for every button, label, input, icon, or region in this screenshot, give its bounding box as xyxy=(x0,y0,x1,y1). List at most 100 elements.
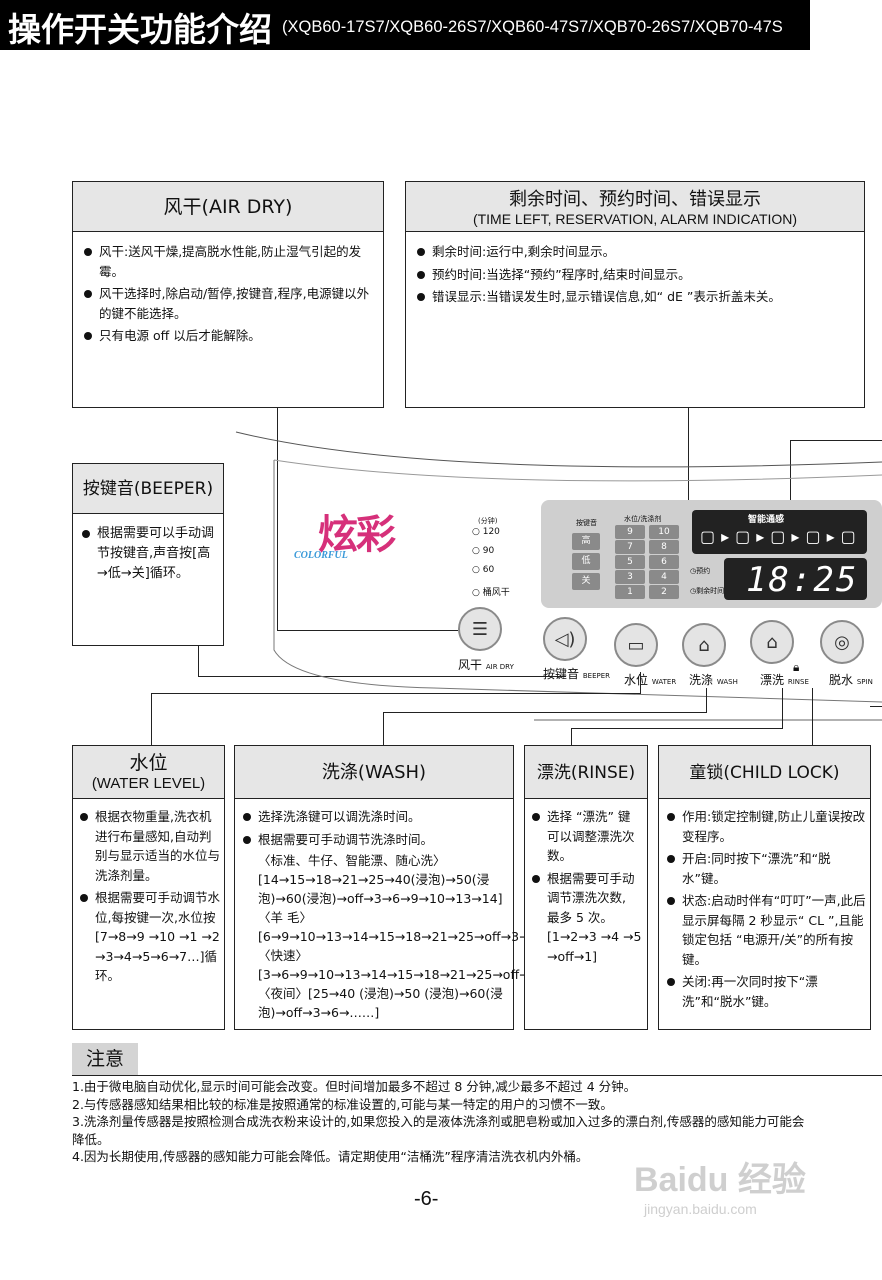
water-level-heading: 水位 (WATER LEVEL) xyxy=(73,746,224,799)
list-item: 根据需要可手动调节洗涤时间。 xyxy=(240,830,506,850)
list-item: 风干:送风干燥,提高脱水性能,防止湿气引起的发霉。 xyxy=(81,242,377,281)
beeper-button[interactable]: ◁) xyxy=(543,617,587,661)
notes-heading: 注意 xyxy=(72,1043,138,1075)
connector-line xyxy=(571,728,782,729)
list-item: 开启:同时按下“漂洗”和“脱水”键。 xyxy=(664,849,866,888)
time-display-heading: 剩余时间、预约时间、错误显示 (TIME LEFT, RESERVATION, … xyxy=(406,182,864,232)
list-item: 根据需要可手动调节漂洗次数, 最多 5 次。[1→2→3 →4 →5 →off→… xyxy=(529,869,642,967)
connector-line xyxy=(790,440,791,510)
list-item: 预约时间:当选择“预约”程序时,结束时间显示。 xyxy=(414,265,859,285)
wash-button[interactable]: ⌂ xyxy=(682,623,726,667)
rinse-label: 漂洗 RINSE xyxy=(760,673,809,687)
reservation-label: ◷预约 xyxy=(690,567,711,575)
time-display xyxy=(724,558,867,600)
rinse-box: 漂洗(RINSE) 选择 “漂洗” 键可以调整漂洗次数。 根据需要可手动调节漂洗… xyxy=(524,745,648,1030)
list-item: 根据需要可以手动调节按键音,声音按[高→低→关]循环。 xyxy=(79,524,219,584)
child-lock-heading: 童锁(CHILD LOCK) xyxy=(659,746,870,799)
connector-line xyxy=(151,693,640,694)
list-item: 剩余时间:运行中,剩余时间显示。 xyxy=(414,242,859,262)
water-level-box: 水位 (WATER LEVEL) 根据衣物重量,洗衣机进行布量感知,自动判别与显… xyxy=(72,745,225,1030)
air-dry-heading: 风干(AIR DRY) xyxy=(73,182,383,232)
beeper-key-low[interactable]: 低 xyxy=(572,553,600,570)
title-bar: 操作开关功能介绍 (XQB60-17S7/XQB60-26S7/XQB60-47… xyxy=(0,0,810,50)
list-item: 选择洗涤键可以调洗涤时间。 xyxy=(240,807,506,827)
panel-outline xyxy=(235,431,882,721)
water-column-title: 水位/洗涤剂 xyxy=(624,515,662,523)
connector-line xyxy=(571,728,572,745)
wash-sequences: 〈标准、牛仔、智能漂、随心洗〉[14→15→18→21→25→40(浸泡)→50… xyxy=(258,853,561,1020)
child-lock-box: 童锁(CHILD LOCK) 作用:锁定控制键,防止儿童误按改变程序。 开启:同… xyxy=(658,745,871,1030)
water-level-list: 根据衣物重量,洗衣机进行布量感知,自动判别与显示适当的水位与洗涤剂量。 根据需要… xyxy=(77,807,220,989)
note-item: 2.与传感器感知结果相比较的标准是按照通常的标准设置的,可能与某一特定的用户的习… xyxy=(72,1096,613,1112)
connector-line xyxy=(688,408,689,510)
connector-line xyxy=(790,440,882,441)
time-display-box: 剩余时间、预约时间、错误显示 (TIME LEFT, RESERVATION, … xyxy=(405,181,865,408)
water-label: 水位 WATER xyxy=(624,673,677,687)
water-key[interactable]: 2 xyxy=(649,585,679,599)
page-title: 操作开关功能介绍 xyxy=(8,10,272,49)
water-key[interactable]: 8 xyxy=(649,540,679,554)
smart-title: 智能通感 xyxy=(748,515,785,525)
note-item: 3.洗涤剂量传感器是按照检测合成洗衣粉来设计的,如果您投入的是液体洗涤剂或肥皂粉… xyxy=(72,1114,805,1147)
airdry-option: ○ 60 xyxy=(472,565,495,575)
air-dry-box: 风干(AIR DRY) 风干:送风干燥,提高脱水性能,防止湿气引起的发霉。 风干… xyxy=(72,181,384,408)
time-display-digits: 18:25 xyxy=(746,560,859,600)
rinse-button[interactable]: ⌂ xyxy=(750,620,794,664)
connector-line xyxy=(640,672,641,694)
air-dry-button[interactable]: ☰ xyxy=(458,607,502,651)
list-item: 根据衣物重量,洗衣机进行布量感知,自动判别与显示适当的水位与洗涤剂量。 xyxy=(77,807,220,885)
airdry-unit: (分钟) xyxy=(478,517,498,525)
watermark-logo: Baidu 经验 jingyan.baidu.com xyxy=(634,1161,806,1217)
connector-line xyxy=(870,706,882,707)
beeper-box: 按键音(BEEPER) 根据需要可以手动调节按键音,声音按[高→低→关]循环。 xyxy=(72,463,224,646)
beeper-column-title: 按键音 xyxy=(576,519,597,527)
wash-list: 选择洗涤键可以调洗涤时间。 根据需要可手动调节洗涤时间。 xyxy=(240,807,506,852)
water-key[interactable]: 9 xyxy=(615,525,645,539)
beeper-list: 根据需要可以手动调节按键音,声音按[高→低→关]循环。 xyxy=(79,524,219,587)
list-item: 状态:启动时伴有“叮叮”一声,此后显示屏每隔 2 秒显示“ CL ”,且能锁定包… xyxy=(664,891,866,969)
model-list: (XQB60-17S7/XQB60-26S7/XQB60-47S7/XQB70-… xyxy=(282,18,783,36)
connector-line xyxy=(383,712,706,713)
child-lock-list: 作用:锁定控制键,防止儿童误按改变程序。 开启:同时按下“漂洗”和“脱水”键。 … xyxy=(664,807,866,1014)
connector-line xyxy=(706,688,707,713)
connector-line xyxy=(151,693,152,745)
beeper-key-high[interactable]: 高 xyxy=(572,533,600,550)
water-key[interactable]: 7 xyxy=(615,540,645,554)
connector-line xyxy=(198,646,199,676)
connector-line xyxy=(277,630,458,631)
list-item: 错误显示:当错误发生时,显示错误信息,如“ dE ”表示折盖未关。 xyxy=(414,287,859,307)
lock-icon: 🔒︎ xyxy=(793,660,800,674)
water-key[interactable]: 3 xyxy=(615,570,645,584)
smart-display xyxy=(692,510,867,554)
spin-label: 脱水 SPIN xyxy=(829,673,873,687)
list-item: 根据需要可手动调节水位,每按键一次,水位按[7→8→9 →10 →1 →2 →3… xyxy=(77,888,220,986)
airdry-option: ○ 90 xyxy=(472,546,495,556)
water-key[interactable]: 1 xyxy=(615,585,645,599)
airdry-option: ○ 桶风干 xyxy=(472,588,510,598)
connector-line xyxy=(198,676,566,677)
list-item: 关闭:再一次同时按下“漂洗”和“脱水”键。 xyxy=(664,972,866,1011)
water-key[interactable]: 6 xyxy=(649,555,679,569)
rinse-heading: 漂洗(RINSE) xyxy=(525,746,647,799)
wash-box: 洗涤(WASH) 选择洗涤键可以调洗涤时间。 根据需要可手动调节洗涤时间。 〈标… xyxy=(234,745,561,1030)
rinse-list: 选择 “漂洗” 键可以调整漂洗次数。 根据需要可手动调节漂洗次数, 最多 5 次… xyxy=(529,807,642,969)
list-item: 风干选择时,除启动/暂停,按键音,程序,电源键以外的键不能选择。 xyxy=(81,284,377,323)
beeper-key-off[interactable]: 关 xyxy=(572,573,600,590)
connector-line xyxy=(812,688,813,745)
page-number: -6- xyxy=(414,1188,439,1210)
smart-icons: ▢▸▢▸▢▸▢▸▢ xyxy=(700,527,862,546)
water-level-button[interactable]: ▭ xyxy=(614,623,658,667)
airdry-option: ○ 120 xyxy=(472,527,500,537)
beeper-label: 按键音 BEEPER xyxy=(543,667,610,681)
connector-line xyxy=(383,712,384,745)
water-key[interactable]: 10 xyxy=(649,525,679,539)
water-key[interactable]: 5 xyxy=(615,555,645,569)
water-key[interactable]: 4 xyxy=(649,570,679,584)
spin-button[interactable]: ◎ xyxy=(820,620,864,664)
remaining-label: ◷剩余时间 xyxy=(690,587,725,595)
list-item: 只有电源 off 以后才能解除。 xyxy=(81,326,377,346)
wash-heading: 洗涤(WASH) xyxy=(235,746,513,799)
air-dry-list: 风干:送风干燥,提高脱水性能,防止湿气引起的发霉。 风干选择时,除启动/暂停,按… xyxy=(81,242,377,349)
list-item: 作用:锁定控制键,防止儿童误按改变程序。 xyxy=(664,807,866,846)
beeper-heading: 按键音(BEEPER) xyxy=(73,464,223,514)
